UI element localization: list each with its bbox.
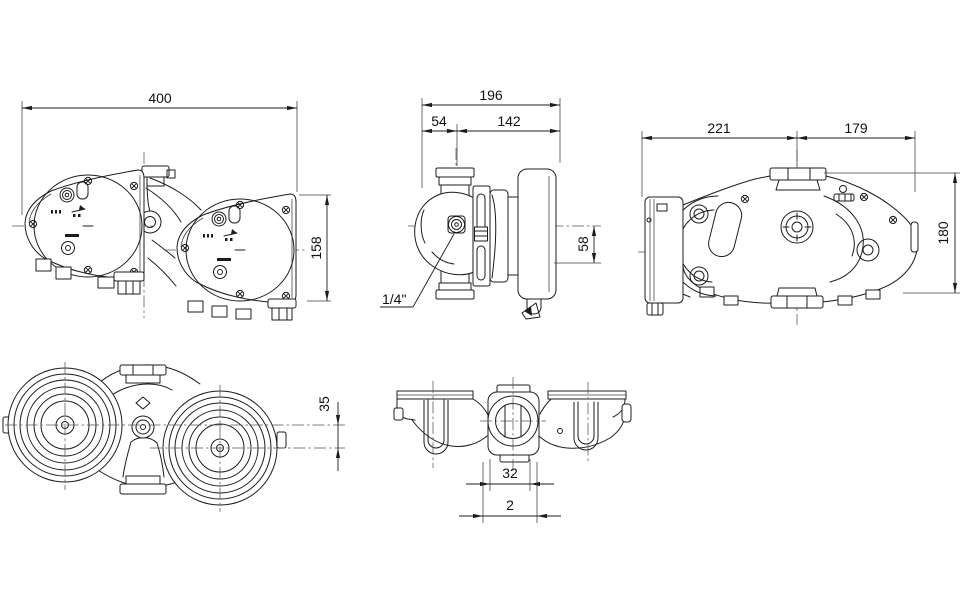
motor-end-view: 35 [2, 362, 345, 512]
dimension-port-thread: 2 [459, 462, 561, 523]
dim-text-158: 158 [308, 236, 324, 260]
dimension-port-bore: 32 [466, 459, 554, 491]
dim-text-58: 58 [575, 236, 591, 252]
control-box-left [12, 170, 154, 279]
side-view-control-box [517, 168, 557, 320]
dimension-top-split: 221 179 [641, 120, 916, 197]
port-view-right-wing [538, 390, 632, 451]
dim-text-400: 400 [148, 90, 172, 106]
dim-text-2: 2 [506, 497, 514, 513]
dimension-head-offset: 35 [316, 396, 341, 471]
dimension-side-axis-to-box: 58 [554, 226, 601, 264]
top-view: 221 179 180 [638, 120, 960, 325]
dim-text-54: 54 [431, 113, 447, 129]
dimension-side-overall-depth: 196 [421, 87, 561, 188]
port-flange [487, 384, 540, 463]
dimension-side-split: 54 142 [422, 113, 560, 166]
side-view-motor [472, 185, 519, 287]
dimension-top-overall-width: 180 [824, 172, 960, 294]
side-view: 196 54 142 58 1/4" [380, 87, 601, 320]
top-view-control-box [644, 196, 684, 316]
side-view-volute [414, 191, 475, 276]
front-view: 400 158 [12, 90, 331, 321]
front-view-feet [35, 258, 297, 321]
motor-end-body [2, 364, 287, 495]
port-view: 32 2 [393, 377, 632, 523]
port-view-left-wing [393, 390, 489, 455]
dim-text-221: 221 [707, 120, 731, 136]
vent-plug [447, 215, 466, 234]
dimension-front-overall-width: 400 [21, 90, 298, 215]
dim-text-180: 180 [935, 221, 951, 245]
motor-end-center-boss [131, 396, 155, 439]
top-view-flanges [769, 167, 919, 309]
dim-text-vent-thread: 1/4" [382, 291, 406, 307]
dim-text-35: 35 [316, 396, 332, 412]
dim-text-196: 196 [479, 87, 503, 103]
dimension-front-box-height: 158 [299, 194, 331, 302]
dim-text-179: 179 [844, 120, 868, 136]
control-box-right [164, 194, 306, 303]
vent-plug-leader: 1/4" [380, 233, 455, 308]
dim-text-142: 142 [497, 113, 521, 129]
top-view-body [662, 175, 918, 306]
dim-text-32: 32 [502, 465, 518, 481]
